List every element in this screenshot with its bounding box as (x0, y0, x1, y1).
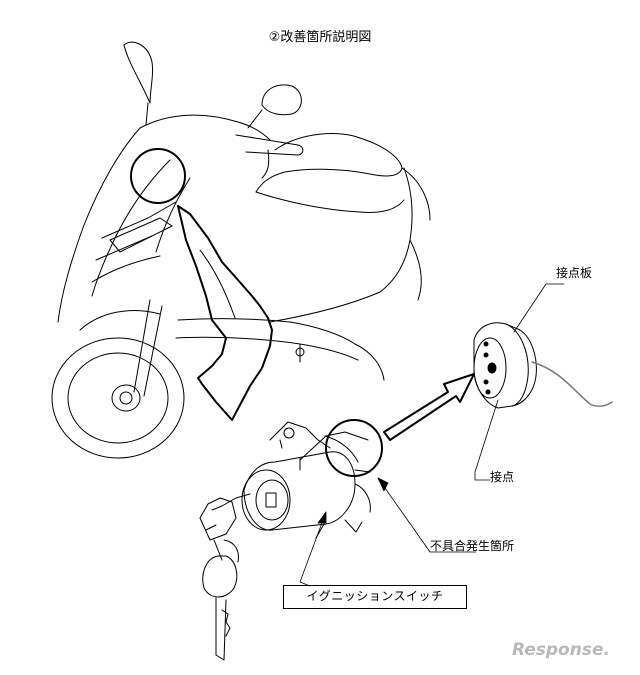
scooter-illustration (51, 41, 431, 459)
zoom-arrow-up (383, 373, 475, 441)
defect-area-circle (325, 419, 383, 477)
ignition-arrowhead (317, 511, 327, 524)
defect-leader (377, 477, 477, 553)
ignition-switch-illustration (199, 421, 371, 661)
label-defect-location: 不具合発生箇所 (430, 539, 515, 553)
zoom-arrow-down (177, 205, 273, 421)
diagram-title: ②改善箇所説明図 (268, 30, 372, 45)
contact-point-leader (474, 399, 499, 481)
label-contact-plate: 接点板 (556, 266, 593, 280)
contact-plate-leader (513, 283, 565, 333)
label-ignition-switch: イグニッションスイッチ (283, 585, 467, 609)
scooter-key-area-circle (130, 148, 186, 204)
defect-arrowhead (377, 477, 389, 492)
label-contact-point: 接点 (490, 470, 515, 484)
ignition-leader (299, 511, 327, 587)
response-watermark: Response. (512, 640, 610, 660)
contact-plate-illustration (473, 322, 613, 409)
